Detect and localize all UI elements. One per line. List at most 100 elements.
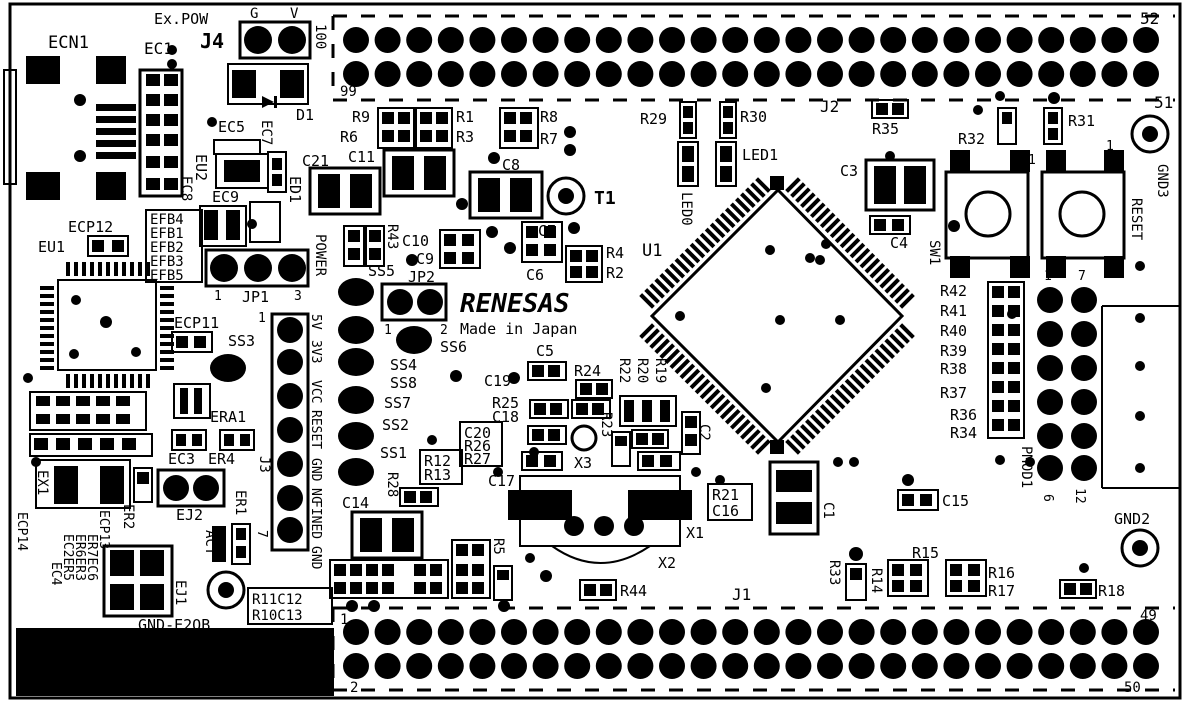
j2-pin — [469, 61, 496, 87]
gnd3-testpoint — [1130, 114, 1170, 154]
label-r1: R1 — [456, 108, 474, 126]
label-ecp13: ECP13 — [96, 510, 111, 549]
era1-array — [173, 383, 211, 419]
eu1-lead — [130, 262, 134, 276]
label-p6: 6 — [1040, 494, 1055, 502]
label-r33: R33 — [826, 560, 842, 585]
j1-pin — [1038, 619, 1065, 645]
eu1-lead — [160, 350, 174, 354]
u1-lead — [834, 388, 851, 405]
label-r43: R43 — [384, 224, 400, 249]
eu1-lead — [40, 358, 54, 362]
x3-crystal — [570, 424, 598, 452]
u1-lead — [674, 358, 691, 375]
label-c19: C19 — [484, 372, 511, 390]
j2-pin — [437, 61, 464, 87]
r43 — [343, 225, 385, 267]
j2-pin — [1101, 61, 1128, 87]
u1-lead — [649, 333, 665, 349]
u1-lead — [664, 348, 681, 365]
eu1-lead — [90, 374, 94, 388]
label-er2: ER2 — [120, 504, 136, 529]
silkscreen-labels: ECN1 EC1 Ex.POW J4 G V 100 99 D1 J2 52 5… — [14, 6, 1173, 696]
u1-lead — [745, 187, 761, 203]
j1-pin — [374, 653, 401, 679]
j2-pin — [817, 61, 843, 87]
j2-pin — [911, 27, 938, 53]
label-j3-reset: RESET — [308, 410, 323, 449]
j2-pin — [532, 61, 559, 87]
eu1-lead — [138, 374, 142, 388]
j1-pin — [437, 653, 464, 679]
u1-lead — [704, 227, 721, 244]
label-r16: R16 — [988, 564, 1015, 582]
label-j3-gnd2: GND — [308, 546, 323, 570]
j2-pin — [1133, 27, 1159, 53]
bottom-resistor-row — [329, 539, 513, 601]
u1-lead — [879, 273, 895, 289]
j2-pin — [501, 61, 527, 87]
label-g: G — [250, 6, 258, 22]
r44-res — [579, 579, 617, 601]
label-c6: C6 — [526, 266, 544, 284]
u1-lead — [674, 257, 691, 274]
r4-r2 — [565, 245, 603, 283]
u1-lead — [679, 363, 696, 380]
u1-lead — [785, 439, 801, 455]
j2-pin — [659, 61, 685, 87]
label-ec9: EC9 — [212, 188, 239, 206]
label-ss1: SS1 — [380, 444, 407, 462]
j2-pin — [943, 61, 970, 87]
label-eu2: EU2 — [192, 154, 210, 181]
label-act: ACT — [202, 530, 218, 556]
u1-lead — [849, 242, 866, 259]
j1-pin — [817, 653, 843, 679]
c20-r26-r27-box — [459, 421, 503, 467]
u1-lead — [669, 262, 686, 279]
eu1-lead — [138, 262, 142, 276]
j1-pin — [406, 619, 433, 645]
label-reset: RESET — [1128, 198, 1144, 241]
u1-lead — [654, 278, 670, 294]
j1-pin — [785, 619, 812, 645]
ex1-crystal — [35, 459, 153, 509]
j1-pin — [911, 653, 938, 679]
label-jp2-1: 1 — [384, 323, 392, 338]
label-r2: R2 — [606, 264, 624, 282]
ecp11-cap — [171, 331, 213, 353]
label-ej2: EJ2 — [176, 506, 203, 524]
j2-pin — [785, 61, 812, 87]
label-er6er3: ER6ER3 — [72, 534, 87, 581]
j1-pin — [1133, 653, 1159, 679]
label-c16: C16 — [712, 502, 739, 520]
label-r10c13: R10C13 — [252, 608, 303, 624]
j1-pin — [501, 653, 527, 679]
label-r31: R31 — [1068, 112, 1095, 130]
label-r28: R28 — [384, 472, 400, 497]
label-expow: Ex.POW — [154, 10, 209, 28]
u1-lead — [849, 373, 866, 390]
label-j3-gnd: GND — [308, 458, 323, 482]
label-r41: R41 — [940, 302, 967, 320]
j1-pin — [469, 619, 496, 645]
u1-lead — [809, 413, 826, 430]
j1-pin — [785, 653, 812, 679]
u1-lead — [894, 288, 910, 304]
label-c17: C17 — [488, 472, 515, 490]
label-100: 100 — [312, 24, 328, 49]
u1-lead — [869, 262, 886, 279]
label-ss7: SS7 — [384, 394, 411, 412]
u1-lead — [704, 388, 721, 405]
left-resistor-array — [29, 391, 153, 457]
u1-lead — [889, 283, 905, 299]
gnd2-testpoint — [1120, 528, 1160, 568]
u1-lead — [755, 439, 771, 455]
u1-lead — [750, 434, 766, 450]
eu1-lead — [82, 374, 86, 388]
label-gnd-e2ob: GND-E2OB — [138, 616, 210, 634]
label-c3: C3 — [840, 162, 858, 180]
j1-pin — [1006, 619, 1033, 645]
label-led1: LED1 — [742, 146, 778, 164]
label-j1-49: 49 — [1140, 608, 1157, 624]
j2-pin — [406, 27, 433, 53]
